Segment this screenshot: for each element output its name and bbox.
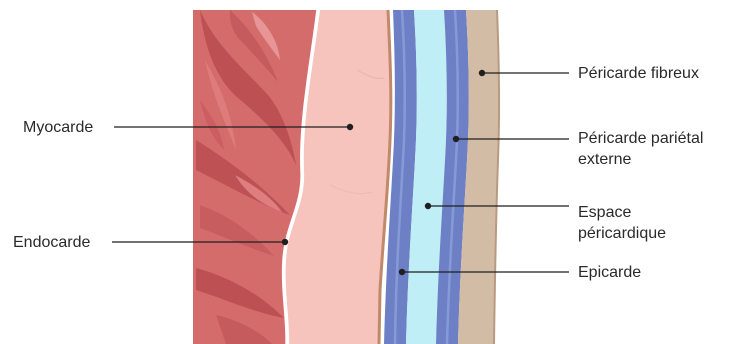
pericarde-fibreux-leader-dot (479, 70, 485, 76)
label-endocarde: Endocarde (13, 232, 90, 253)
pericarde-parietal-leader-dot (453, 136, 459, 142)
label-pericarde-parietal-line1: Péricarde pariétal (578, 128, 703, 149)
espace-pericardique-leader-dot (425, 203, 431, 209)
epicarde-leader-dot (399, 269, 405, 275)
myocarde-leader-dot (347, 124, 353, 130)
label-epicarde: Epicarde (578, 262, 641, 283)
endocarde-leader-dot (282, 239, 288, 245)
label-espace-line1: Espace (578, 202, 631, 223)
label-myocarde: Myocarde (23, 117, 93, 138)
label-pericarde-parietal-line2: externe (578, 149, 631, 170)
label-espace-line2: péricardique (578, 223, 666, 244)
label-pericarde-fibreux: Péricarde fibreux (578, 63, 699, 84)
